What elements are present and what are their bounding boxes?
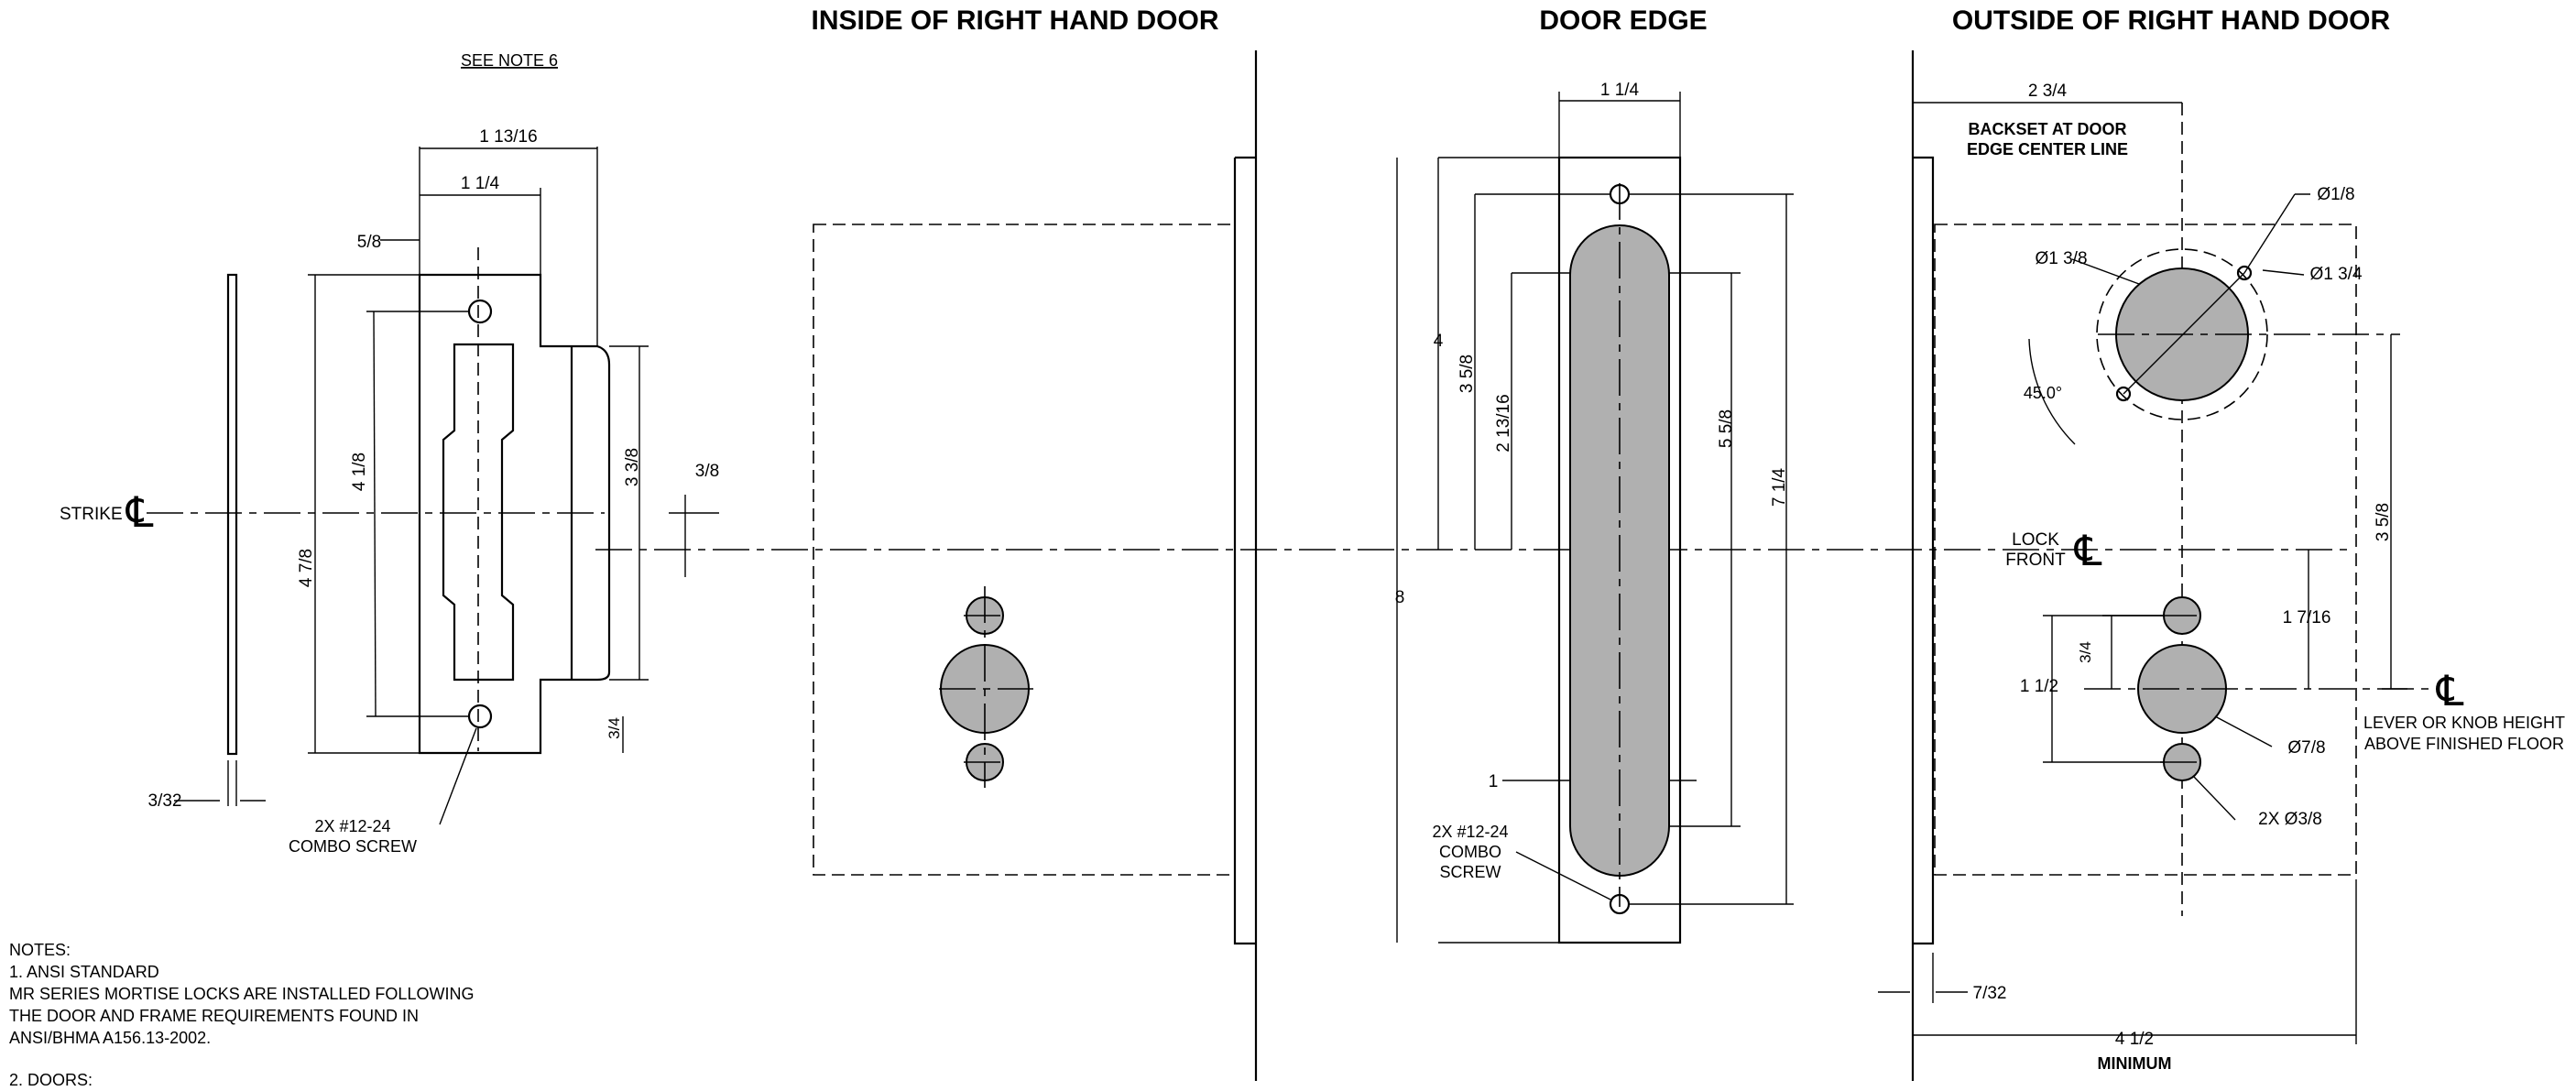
edge-screw-callout-1: 2X #12-24 (1432, 823, 1508, 841)
dim-dia-1-8: Ø1/8 (2317, 185, 2354, 204)
dim-strike-thickness: 3/32 (148, 791, 182, 811)
outside-view: 2 3/4 BACKSET AT DOOR EDGE CENTER LINE Ø… (1878, 50, 2565, 1081)
dim-outside-1-7-16: 1 7/16 (2283, 608, 2331, 627)
outside-faceplate (1913, 156, 1935, 945)
strike-screw-hole-bottom (467, 704, 493, 729)
inside-view (813, 50, 1258, 1081)
note-1-line-1: MR SERIES MORTISE LOCKS ARE INSTALLED FO… (9, 985, 475, 1003)
lock-front-label-2: FRONT (2005, 551, 2066, 570)
dim-dia-2x-3-8: 2X Ø3/8 (2258, 810, 2322, 829)
edge-view-title: DOOR EDGE (1539, 5, 1707, 36)
dim-dia-1-3-8: Ø1 3/8 (2035, 249, 2087, 268)
dim-dia-7-8: Ø7/8 (2287, 738, 2325, 758)
strike-plate-outline (418, 273, 611, 755)
outside-lock-case-outline (1934, 224, 2357, 876)
dim-strike-bottom: 3/4 (606, 717, 623, 739)
edge-screw-callout-3: SCREW (1440, 863, 1501, 881)
dim-strike-lip: 3 3/8 (623, 448, 642, 486)
outside-view-title: OUTSIDE OF RIGHT HAND DOOR (1952, 5, 2391, 36)
inside-lock-case-outline (813, 224, 1236, 876)
edge-screw-callout-2: COMBO (1439, 843, 1501, 861)
dim-strike-height-4-7-8: 4 7/8 (297, 549, 316, 587)
note-2-title: 2. DOORS: (9, 1071, 93, 1089)
lock-front-centerline-symbol: ℄ (2074, 527, 2102, 574)
note-1-line-2: THE DOOR AND FRAME REQUIREMENTS FOUND IN (9, 1007, 420, 1025)
strike-screw-hole-top (467, 299, 493, 324)
dim-strike-inner-width: 1 1/4 (461, 174, 500, 193)
strike-label: STRIKE (60, 505, 123, 524)
cylinder-clearance-circle (2096, 248, 2268, 420)
door-edge-view: 1 1/4 8 4 3 5/8 2 13/16 5 5/8 7 1/4 1 2X… (1395, 81, 1794, 944)
dim-outside-3-5-8: 3 5/8 (2374, 503, 2393, 541)
dim-edge-8: 8 (1395, 588, 1405, 607)
dim-strike-centerline: 3/8 (695, 462, 719, 481)
edge-faceplate (1557, 156, 1682, 944)
dim-edge-2-13-16: 2 13/16 (1494, 394, 1513, 452)
dim-outside-1-1-2: 1 1/2 (2020, 677, 2058, 696)
inside-faceplate (1233, 156, 1256, 945)
dim-dia-1-3-4: Ø1 3/4 (2309, 265, 2362, 284)
dim-outside-4-1-2: 4 1/2 (2115, 1030, 2154, 1049)
lock-front-label-1: LOCK (2012, 530, 2059, 550)
dim-backset: 2 3/4 (2028, 82, 2068, 101)
inside-view-title: INSIDE OF RIGHT HAND DOOR (811, 5, 1218, 36)
dim-edge-width: 1 1/4 (1600, 81, 1640, 100)
dim-edge-4: 4 (1434, 332, 1444, 351)
dim-strike-offset: 5/8 (357, 233, 381, 252)
lever-height-label-1: LEVER OR KNOB HEIGHT (2363, 714, 2565, 732)
dim-edge-1: 1 (1489, 772, 1499, 791)
strike-slot (442, 343, 515, 682)
strike-screw-callout-1: 2X #12-24 (314, 817, 390, 835)
minimum-label: MINIMUM (2098, 1054, 2172, 1073)
dim-angle-45: 45.0° (2024, 384, 2062, 402)
backset-label-1: BACKSET AT DOOR (1969, 120, 2127, 138)
note-1-line-3: ANSI/BHMA A156.13-2002. (9, 1029, 212, 1047)
dim-strike-overall-width: 1 13/16 (479, 127, 537, 147)
note-1-title: 1. ANSI STANDARD (9, 963, 159, 981)
notes-block: NOTES: 1. ANSI STANDARD MR SERIES MORTIS… (9, 939, 474, 1091)
dim-edge-3-5-8: 3 5/8 (1457, 355, 1477, 393)
notes-heading: NOTES: (9, 941, 71, 959)
strike-edge-plate (226, 273, 238, 756)
cylinder-pin-hole-1 (2115, 386, 2132, 402)
see-note-label: SEE NOTE 6 (461, 51, 558, 70)
lever-centerline-symbol: ℄ (2436, 667, 2464, 715)
centerline-symbol: ℄ (126, 488, 154, 536)
dim-edge-5-5-8: 5 5/8 (1717, 409, 1736, 448)
dim-edge-7-1-4: 7 1/4 (1770, 467, 1789, 507)
strike-view: SEE NOTE 6 STRIKE ℄ 1 13/16 1 1/4 5/8 (60, 51, 719, 856)
dim-strike-height-4-1-8: 4 1/8 (350, 453, 369, 491)
dim-outside-3-4: 3/4 (2077, 641, 2094, 663)
strike-screw-callout-2: COMBO SCREW (289, 837, 417, 856)
cylinder-pin-hole-2 (2236, 265, 2253, 281)
dim-outside-7-32: 7/32 (1973, 984, 2007, 1003)
backset-label-2: EDGE CENTER LINE (1967, 140, 2128, 158)
lever-height-label-2: ABOVE FINISHED FLOOR (2364, 735, 2564, 753)
